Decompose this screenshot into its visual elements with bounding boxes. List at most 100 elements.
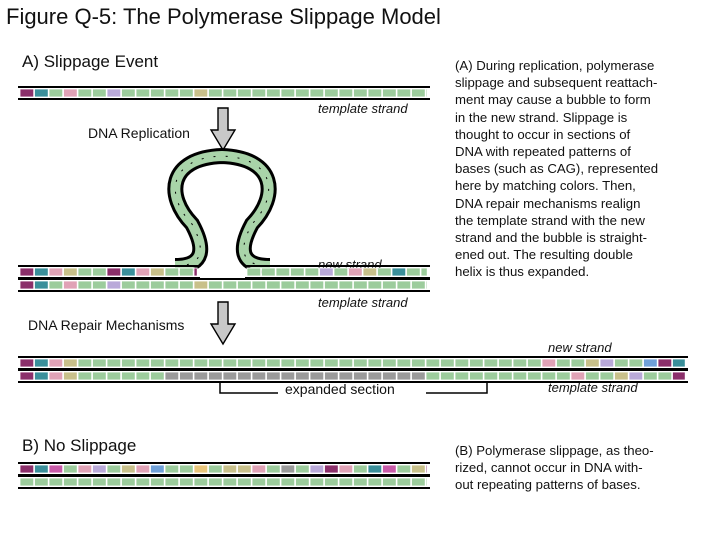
base-cell xyxy=(164,267,180,277)
base-cell xyxy=(19,477,35,487)
base-cell xyxy=(63,371,78,381)
base-cell xyxy=(135,358,151,368)
base-cell xyxy=(222,477,238,487)
base-cell xyxy=(135,464,151,474)
base-cell xyxy=(362,267,378,277)
base-cell xyxy=(179,267,194,277)
base-cell xyxy=(48,358,64,368)
base-cell xyxy=(527,358,542,368)
base-cell xyxy=(440,371,455,381)
base-cell xyxy=(672,358,686,368)
base-cell xyxy=(34,88,49,98)
base-cell xyxy=(77,477,93,487)
base-cell xyxy=(309,280,325,290)
base-cell xyxy=(585,358,600,368)
base-cell xyxy=(48,267,64,277)
base-cell xyxy=(92,371,107,381)
base-cell xyxy=(19,267,35,277)
base-cell xyxy=(498,358,513,368)
base-cell xyxy=(425,371,441,381)
base-cell xyxy=(106,371,122,381)
base-cell xyxy=(193,477,209,487)
base-cell xyxy=(309,358,325,368)
base-cell xyxy=(382,464,397,474)
base-cell xyxy=(251,358,267,368)
base-cell xyxy=(338,358,354,368)
base-cell xyxy=(324,358,339,368)
base-cell xyxy=(353,464,368,474)
base-cell xyxy=(411,358,426,368)
base-cell xyxy=(348,267,363,277)
base-cell xyxy=(121,477,136,487)
base-cell xyxy=(150,267,165,277)
base-cell xyxy=(150,280,165,290)
base-cell xyxy=(324,88,339,98)
expanded-strand-pair xyxy=(18,356,688,383)
base-cell xyxy=(672,371,686,381)
base-cell xyxy=(77,371,93,381)
base-cell xyxy=(280,371,296,381)
base-cell xyxy=(295,280,310,290)
base-cell xyxy=(266,464,281,474)
base-cell xyxy=(367,371,383,381)
base-cell xyxy=(179,371,194,381)
base-cell xyxy=(425,464,428,474)
template-strand-top xyxy=(18,86,430,100)
base-cell xyxy=(222,358,238,368)
base-cell xyxy=(77,464,93,474)
section-b-description: (B) Polymerase slippage, as theo- rized,… xyxy=(455,443,654,493)
base-cell xyxy=(77,280,93,290)
base-cell xyxy=(396,358,412,368)
base-cell xyxy=(34,358,49,368)
base-cell xyxy=(63,464,78,474)
base-cell xyxy=(266,88,281,98)
base-cell xyxy=(121,88,136,98)
base-cell xyxy=(280,358,296,368)
section-a-description: (A) During replication, polymerase slipp… xyxy=(455,58,659,280)
base-cell xyxy=(657,358,673,368)
base-cell xyxy=(237,88,252,98)
base-cell xyxy=(353,88,368,98)
template-strand-label-3: template strand xyxy=(548,380,638,395)
base-cell xyxy=(280,88,296,98)
base-cell xyxy=(420,267,428,277)
base-cell xyxy=(48,280,64,290)
base-cell xyxy=(406,267,421,277)
base-cell xyxy=(208,371,223,381)
base-cell xyxy=(295,464,310,474)
base-cell xyxy=(92,477,107,487)
base-cell xyxy=(34,464,49,474)
base-cell xyxy=(367,358,383,368)
base-cell xyxy=(382,477,397,487)
base-cell xyxy=(48,371,64,381)
base-cell xyxy=(309,371,325,381)
base-cell xyxy=(92,280,107,290)
base-cell xyxy=(425,88,428,98)
base-cell xyxy=(614,371,629,381)
base-cell xyxy=(48,464,64,474)
base-cell xyxy=(411,371,426,381)
base-cell xyxy=(338,477,354,487)
base-cell xyxy=(150,358,165,368)
base-cell xyxy=(179,358,194,368)
base-cell xyxy=(77,88,93,98)
expanded-section-label: expanded section xyxy=(285,381,395,397)
base-cell xyxy=(411,88,426,98)
base-cell xyxy=(367,477,383,487)
base-cell xyxy=(92,358,107,368)
slippage-bubble xyxy=(167,147,277,274)
base-cell xyxy=(290,267,305,277)
base-cell xyxy=(222,464,238,474)
base-cell xyxy=(135,267,151,277)
base-cell xyxy=(411,477,426,487)
base-cell xyxy=(222,280,238,290)
base-cell xyxy=(570,358,586,368)
base-cell xyxy=(396,88,412,98)
base-cell xyxy=(304,267,320,277)
template-strand-label-2: template strand xyxy=(318,295,408,310)
base-cell xyxy=(396,464,412,474)
base-cell xyxy=(280,464,296,474)
base-cell xyxy=(179,88,194,98)
base-cell xyxy=(222,88,238,98)
